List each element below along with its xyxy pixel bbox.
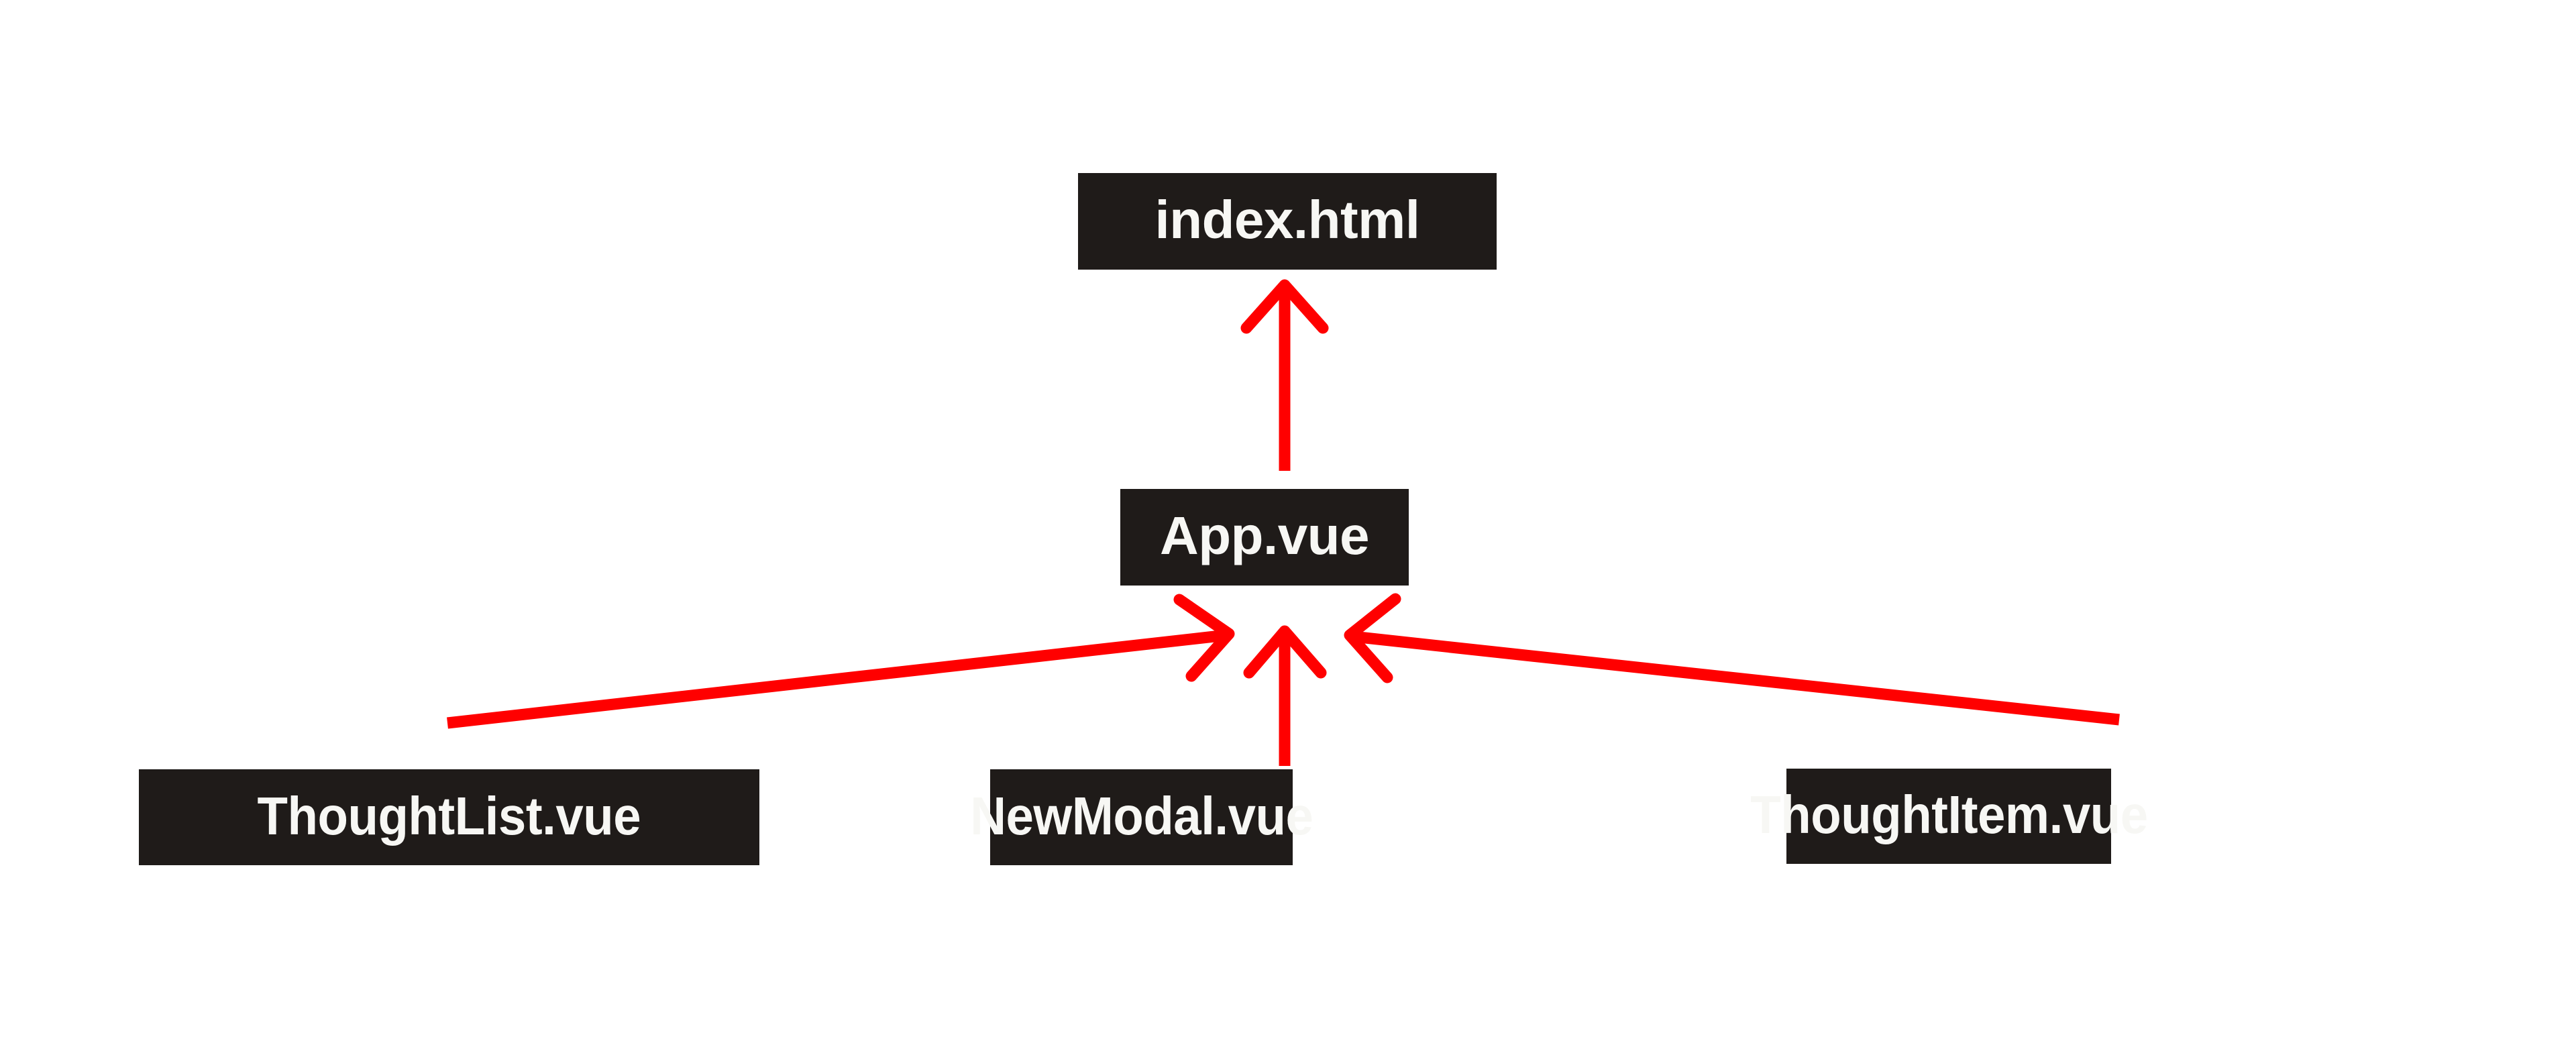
node-thoughtlist-vue-label: ThoughtList.vue (257, 785, 641, 846)
node-index-html-label: index.html (1155, 190, 1420, 250)
node-app-vue-label: App.vue (1159, 506, 1370, 565)
node-newmodal-vue-label: NewModal.vue (969, 785, 1313, 846)
arrowhead-up-right (1173, 594, 1235, 682)
edge-shaft (1352, 630, 2120, 726)
edge-newmodal-vue-to-app-vue (1243, 625, 1327, 766)
arrowhead-up (1243, 625, 1327, 679)
node-thoughtitem-vue-label: ThoughtItem.vue (1750, 785, 2148, 844)
node-index-html[interactable]: index.html (1078, 173, 1497, 270)
edge-thoughtlist-vue-to-app-vue (447, 594, 1235, 729)
node-thoughtitem-vue[interactable]: ThoughtItem.vue (1750, 769, 2148, 864)
node-newmodal-vue[interactable]: NewModal.vue (970, 769, 1313, 865)
node-app-vue[interactable]: App.vue (1120, 489, 1409, 586)
arrowhead-up (1240, 279, 1329, 334)
arrowhead-up-left (1344, 593, 1401, 683)
edge-app-vue-to-index-html (1240, 279, 1329, 471)
node-thoughtlist-vue[interactable]: ThoughtList.vue (139, 769, 759, 865)
edge-thoughtitem-vue-to-app-vue (1344, 593, 2120, 726)
edge-shaft (447, 629, 1227, 729)
